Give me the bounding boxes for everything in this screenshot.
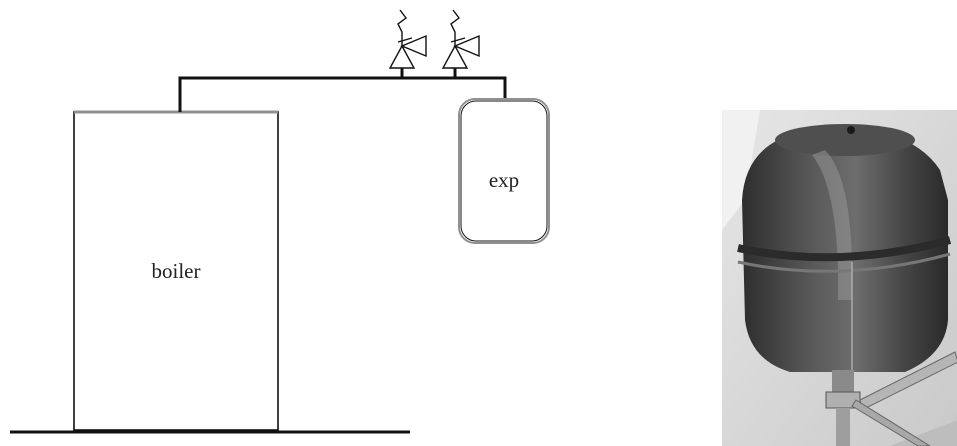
expansion-vessel-photo [722, 110, 957, 446]
expansion-vessel-label: exp [489, 168, 519, 192]
safety-valve-1 [388, 9, 427, 69]
pipe-network [178, 68, 507, 112]
safety-valve-2 [441, 9, 480, 69]
expansion-vessel: exp [458, 98, 550, 244]
boiler: boiler [73, 110, 279, 431]
boiler-label: boiler [152, 259, 201, 283]
